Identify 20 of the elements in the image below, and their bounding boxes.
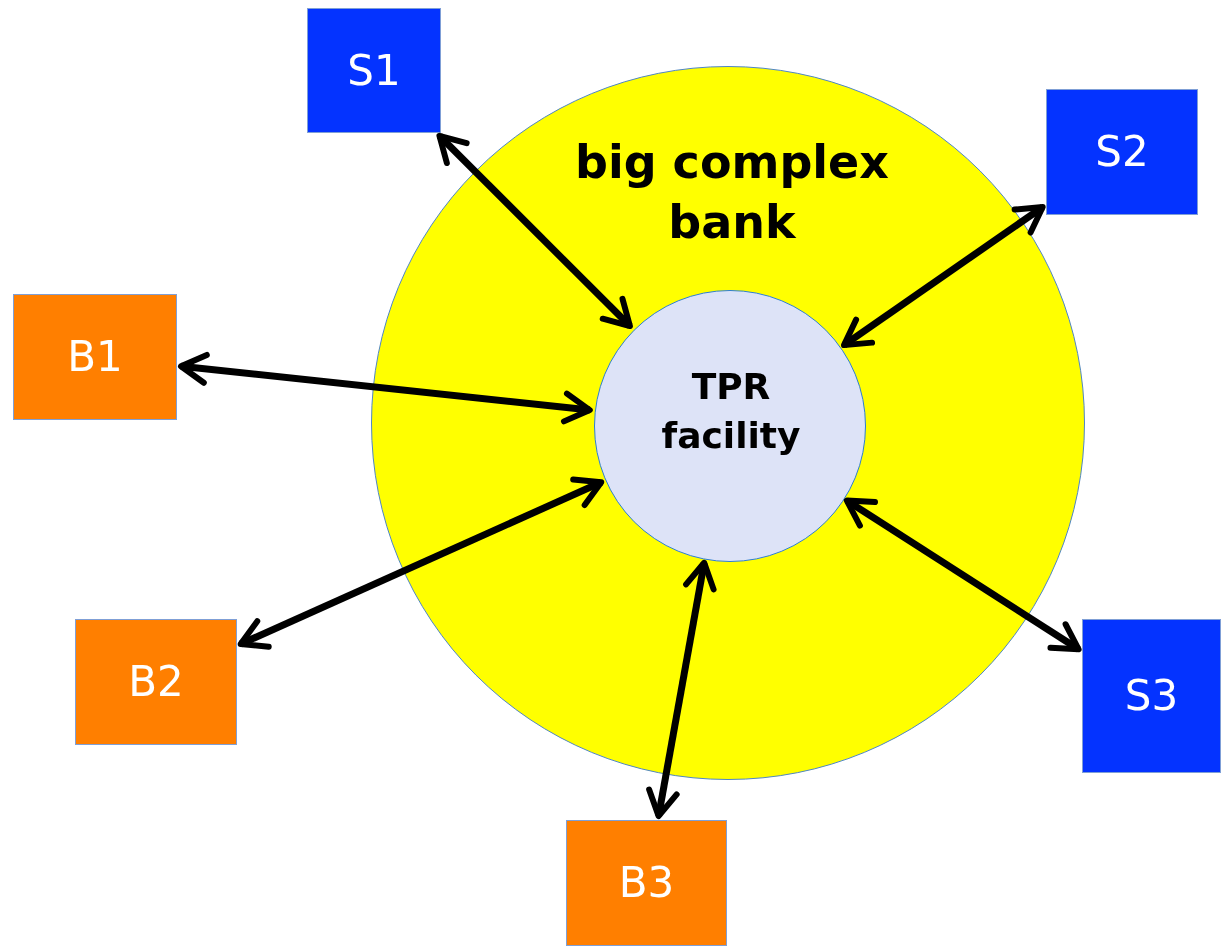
process-box	[13, 294, 177, 420]
process-box	[1046, 89, 1198, 215]
double-arrow	[436, 132, 633, 330]
box-label: B3	[618, 862, 675, 904]
double-arrow	[843, 497, 1082, 653]
circle-heading: big complex bank	[574, 134, 890, 251]
box-label: S2	[1095, 131, 1149, 173]
box-label: B2	[128, 661, 184, 703]
double-arrow	[237, 476, 605, 650]
box-label: B1	[67, 336, 123, 378]
process-box	[307, 8, 441, 133]
double-arrow	[178, 351, 593, 425]
circle-label: TPR facility	[660, 365, 802, 458]
double-arrow	[646, 559, 717, 820]
process-box	[1082, 619, 1221, 773]
double-arrow	[841, 204, 1046, 349]
box-label: S3	[1124, 675, 1179, 717]
process-box	[75, 619, 237, 745]
box-label: S1	[347, 49, 401, 92]
process-box	[566, 820, 727, 946]
